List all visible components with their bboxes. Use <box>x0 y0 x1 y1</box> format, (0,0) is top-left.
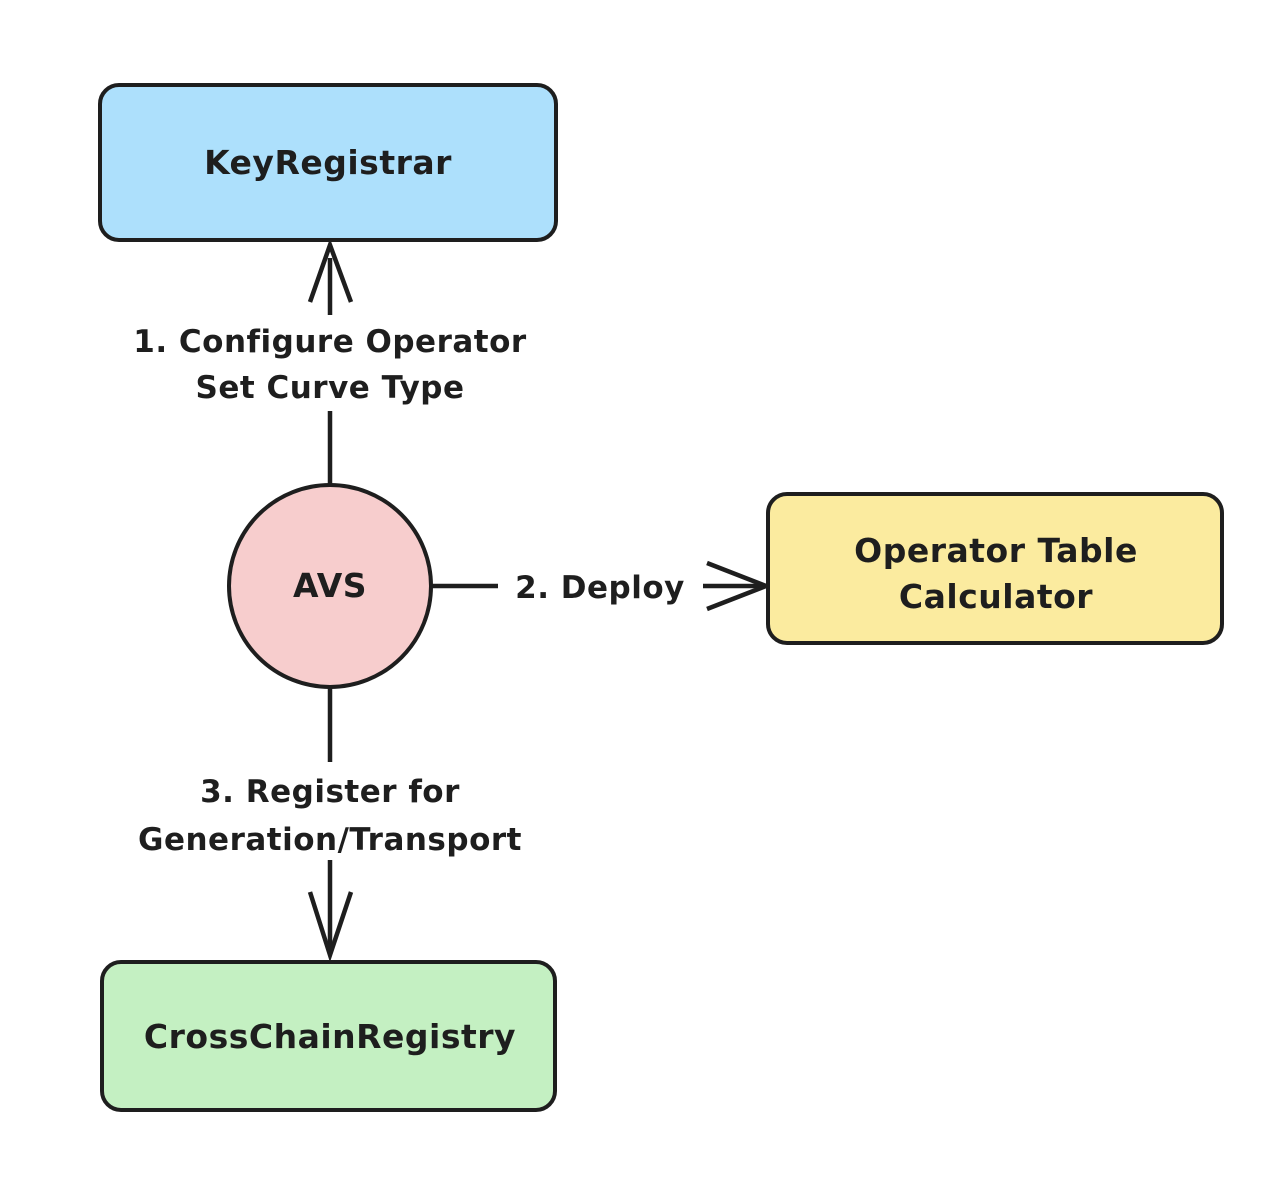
node-operatortablecalculator-label-line2: Calculator <box>899 577 1093 616</box>
node-crosschainregistry-shape[interactable] <box>100 960 557 1112</box>
node-crosschainregistry-label: CrossChainRegistry <box>144 1017 516 1056</box>
edge-3-label-line2: Generation/Transport <box>138 822 522 858</box>
edge-3-label-line1: 3. Register for <box>200 774 460 810</box>
edge-3-label-backdrop <box>110 762 560 860</box>
node-avs[interactable]: AVS <box>227 483 433 689</box>
node-keyregistrar[interactable]: KeyRegistrar <box>98 83 558 242</box>
edge-avs-to-operatortablecalculator: 2. Deploy <box>431 560 773 612</box>
node-keyregistrar-label: KeyRegistrar <box>204 143 452 182</box>
edge-avs-to-crosschainregistry: 3. Register for Generation/Transport <box>110 686 560 963</box>
edge-3-arrowhead-down <box>307 891 354 963</box>
edge-1-label-line2: Set Curve Type <box>196 370 465 406</box>
node-avs-shape[interactable] <box>227 483 433 689</box>
node-avs-label: AVS <box>293 566 367 605</box>
node-operatortablecalculator-label-line1: Operator Table <box>854 531 1138 570</box>
node-crosschainregistry[interactable]: CrossChainRegistry <box>100 960 557 1112</box>
edge-1-label-line1: 1. Configure Operator <box>133 324 527 360</box>
node-operatortablecalculator-shape[interactable] <box>766 492 1224 645</box>
edge-avs-to-keyregistrar: 1. Configure Operator Set Curve Type <box>110 238 550 486</box>
edge-2-label-line1: 2. Deploy <box>515 570 685 606</box>
edge-1-arrowhead-up <box>307 238 354 303</box>
node-keyregistrar-shape[interactable] <box>98 83 558 242</box>
edge-2-label-backdrop <box>498 560 703 612</box>
edge-1-label-backdrop <box>110 315 550 411</box>
node-operatortablecalculator[interactable]: Operator Table Calculator <box>766 492 1224 645</box>
